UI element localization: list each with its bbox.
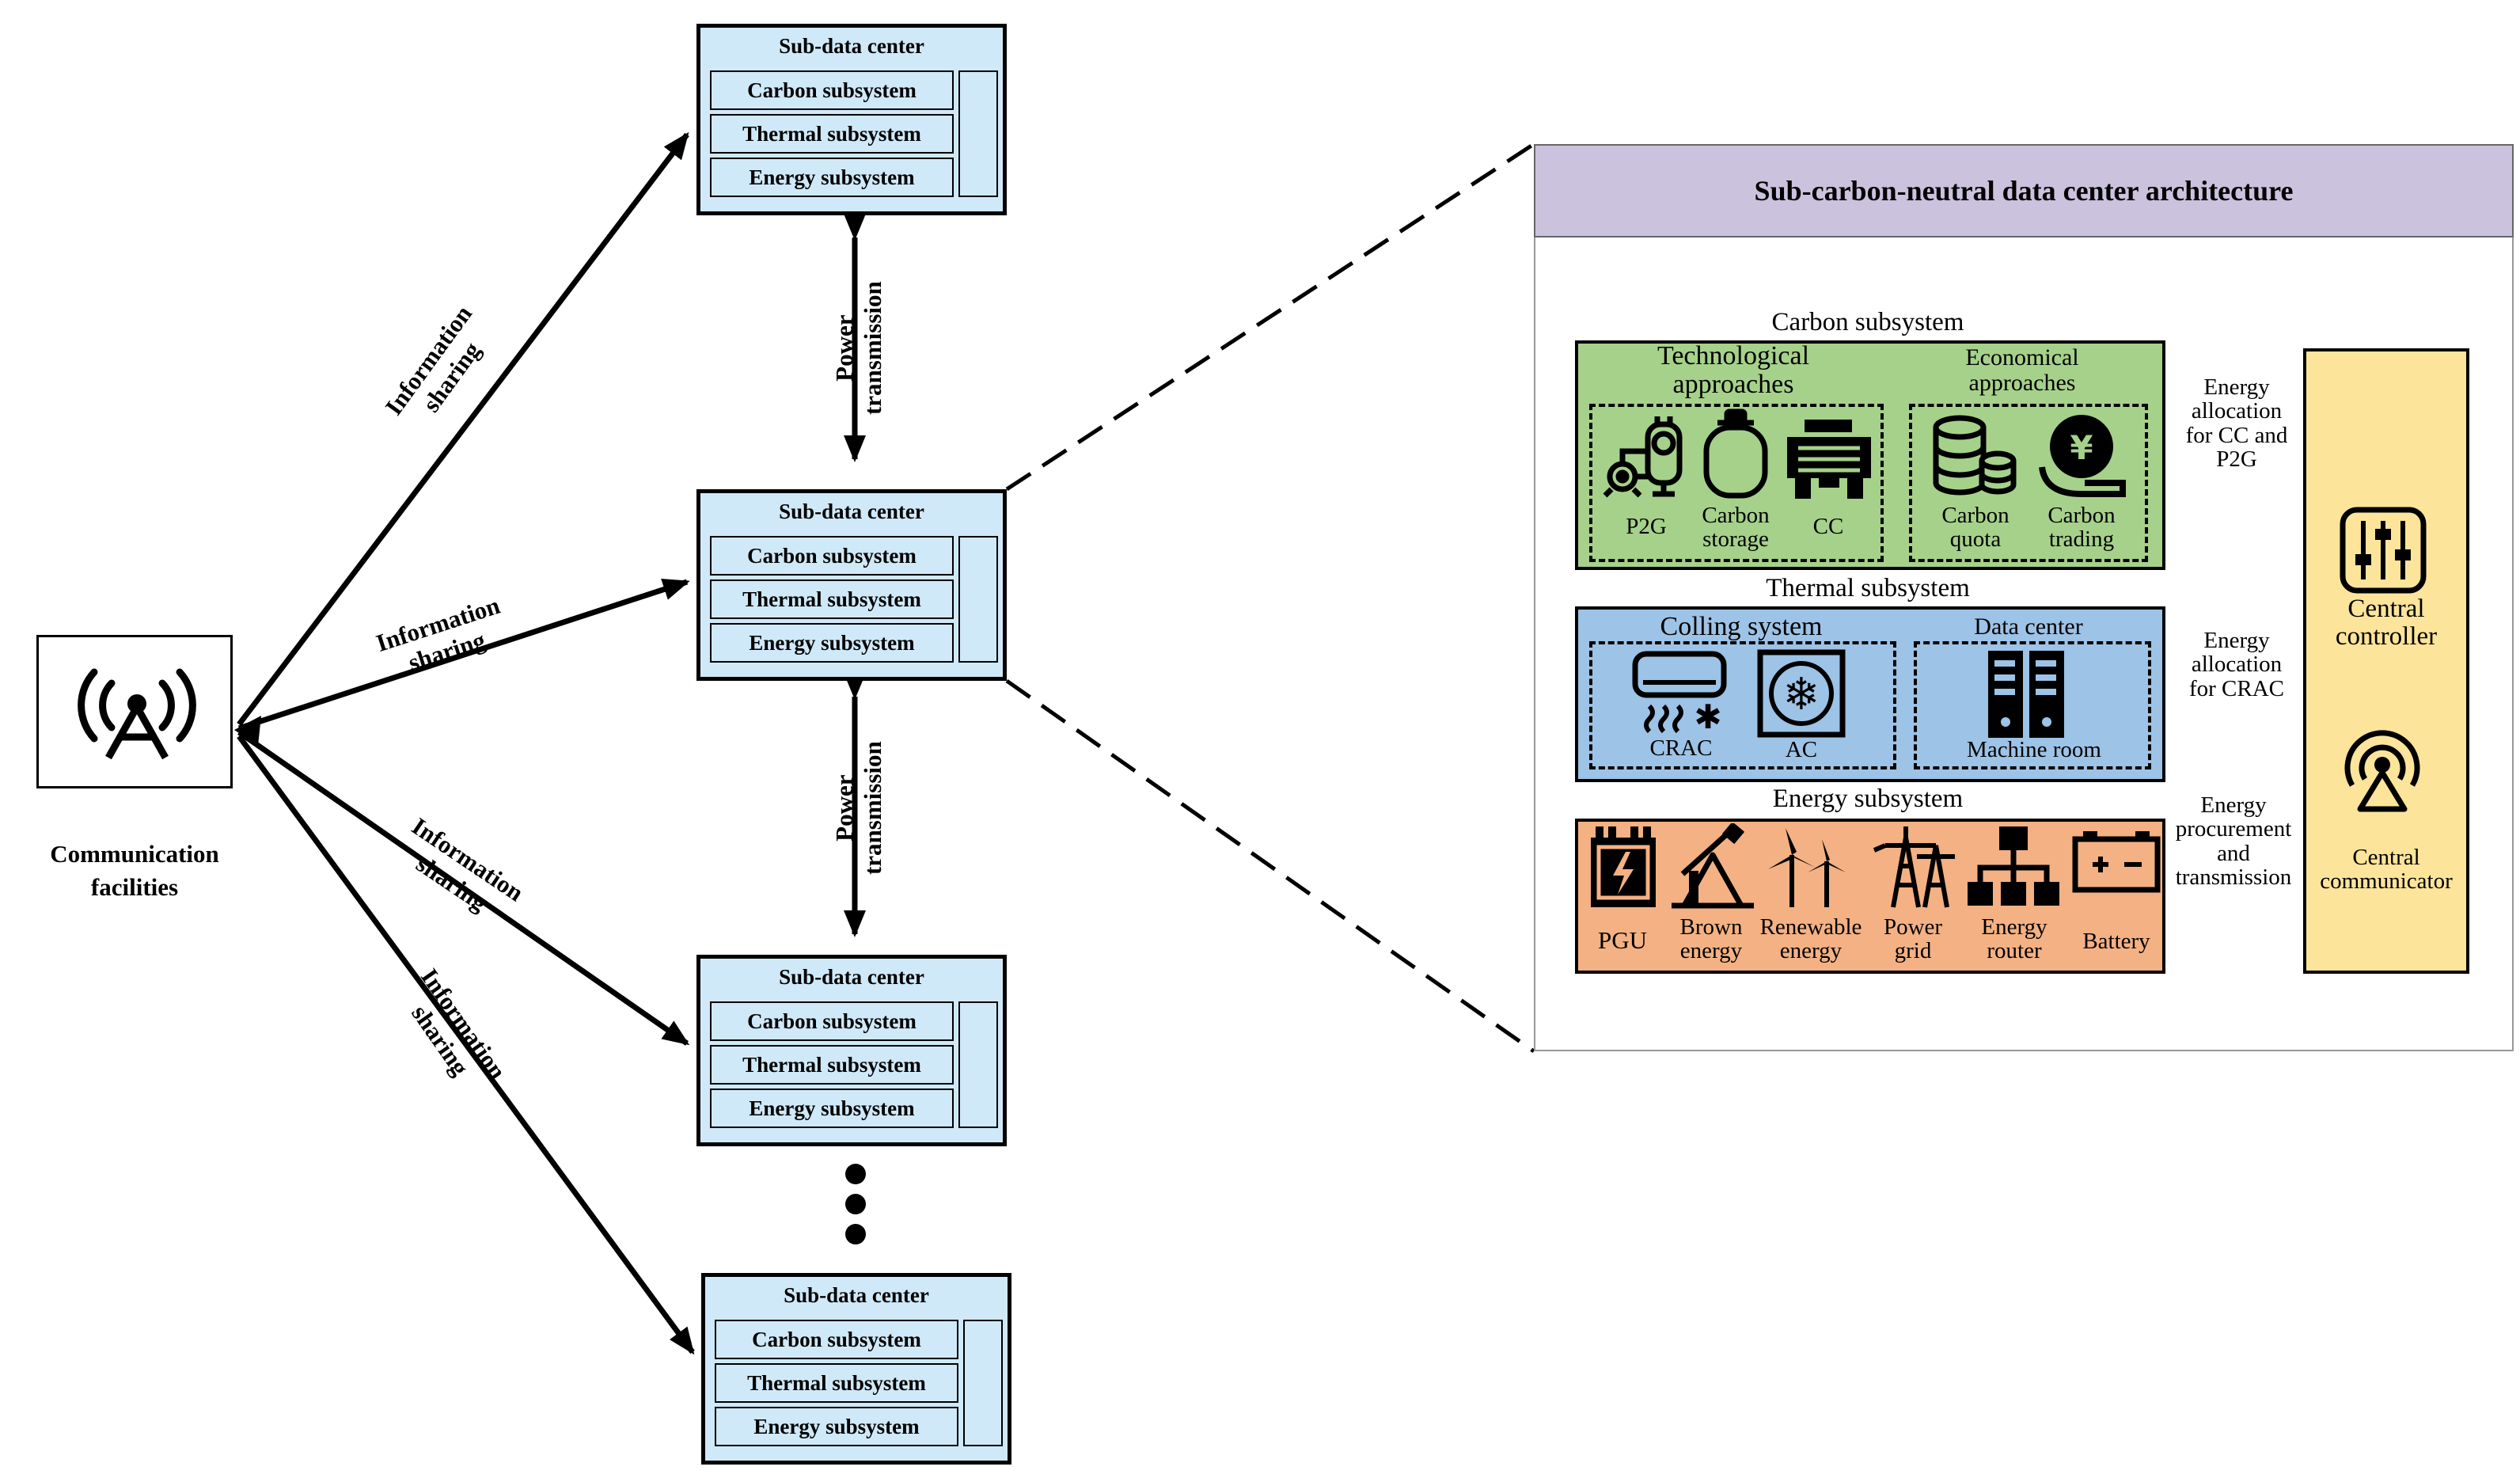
wind-turbine-icon (1768, 828, 1846, 907)
p2g-icon (1603, 416, 1683, 498)
cooling-system-group (1589, 641, 1896, 769)
svg-text:✱: ✱ (1694, 697, 1721, 736)
architecture-title: Sub-carbon-neutral data center architect… (1534, 144, 2514, 237)
zoom-line-top (1005, 142, 1535, 492)
communication-label-2: facilities (90, 873, 179, 901)
communication-facilities-box (36, 635, 233, 788)
brown-energy-icon (1672, 823, 1754, 909)
ellipsis-dot (845, 1164, 866, 1184)
svg-text:¥: ¥ (2070, 428, 2093, 467)
battery-label: Battery (2082, 929, 2150, 954)
pgu-icon (1591, 826, 1656, 907)
crac-label: CRAC (1649, 735, 1713, 761)
central-controller-box (2303, 348, 2469, 974)
tech-approaches-group (1589, 404, 1884, 562)
sdc-carbon-row: Carbon subsystem (710, 536, 954, 576)
sdc-title: Sub-data center (779, 34, 924, 58)
sub-data-center-4: Sub-data center Carbon subsystem Thermal… (701, 1273, 1011, 1465)
server-rack-icon (1988, 651, 2064, 738)
cooling-system-label: Colling system (1660, 612, 1823, 641)
info-link-1 (237, 131, 689, 727)
machine-room-label: Machine room (1967, 737, 2101, 762)
energy-subsystem-label: Energy subsystem (1772, 785, 1964, 813)
ac-icon: ❄ (1757, 649, 1846, 738)
controller-sliders-icon (2340, 507, 2427, 594)
cc-label: CC (1812, 514, 1844, 539)
carbon-quota-icon (1933, 415, 2017, 496)
data-center-group (1914, 641, 2151, 769)
sdc-carbon-row: Carbon subsystem (715, 1320, 958, 1359)
energy-subsystem-box (1575, 819, 2165, 974)
sub-data-center-3: Sub-data center Carbon subsystem Thermal… (696, 955, 1007, 1146)
carbon-capture-icon (1787, 420, 1871, 499)
info-link-4 (237, 734, 695, 1355)
sdc-energy-row: Energy subsystem (715, 1407, 958, 1446)
svg-text:❄: ❄ (1783, 669, 1820, 720)
sdc-side-bar (958, 1001, 998, 1128)
ac-label: AC (1785, 737, 1818, 762)
sdc-side-bar (963, 1320, 1003, 1446)
info-link-2 (237, 579, 690, 731)
p2g-label: P2G (1626, 514, 1667, 539)
info-link-3 (237, 730, 690, 1046)
energy-router-icon (1968, 826, 2059, 906)
sdc-thermal-row: Thermal subsystem (715, 1363, 958, 1403)
sdc-title: Sub-data center (779, 965, 924, 989)
sdc-thermal-row: Thermal subsystem (710, 579, 954, 619)
communication-label-1: Communication (50, 840, 219, 868)
thermal-subsystem-label: Thermal subsystem (1766, 574, 1970, 602)
carbon-trading-icon: ¥ (2039, 415, 2126, 497)
sdc-title: Sub-data center (784, 1283, 929, 1307)
sdc-side-bar (958, 536, 998, 663)
pgu-label: PGU (1597, 926, 1647, 954)
sdc-carbon-row: Carbon subsystem (710, 1001, 954, 1041)
data-center-label: Data center (1974, 614, 2083, 640)
carbon-storage-icon (1703, 408, 1768, 499)
power-grid-icon (1873, 826, 1955, 908)
sdc-side-bar (958, 70, 998, 197)
sub-data-center-2: Sub-data center Carbon subsystem Thermal… (696, 489, 1007, 681)
sdc-energy-row: Energy subsystem (710, 158, 954, 197)
sdc-carbon-row: Carbon subsystem (710, 70, 954, 110)
econ-approaches-group (1909, 404, 2148, 562)
ellipsis-dot (845, 1224, 866, 1244)
sdc-title: Sub-data center (779, 500, 924, 523)
sdc-thermal-row: Thermal subsystem (710, 1045, 954, 1085)
sub-data-center-1: Sub-data center Carbon subsystem Thermal… (696, 24, 1007, 215)
ellipsis-dot (845, 1194, 866, 1214)
battery-icon (2072, 831, 2161, 893)
crac-icon: ✱ (1632, 651, 1727, 736)
carbon-subsystem-label: Carbon subsystem (1771, 308, 1964, 336)
sdc-energy-row: Energy subsystem (710, 1089, 954, 1128)
communicator-icon (2344, 730, 2420, 812)
zoom-line-bottom (1005, 678, 1535, 1054)
radio-tower-icon (78, 668, 196, 760)
sdc-thermal-row: Thermal subsystem (710, 114, 954, 154)
sdc-energy-row: Energy subsystem (710, 623, 954, 663)
